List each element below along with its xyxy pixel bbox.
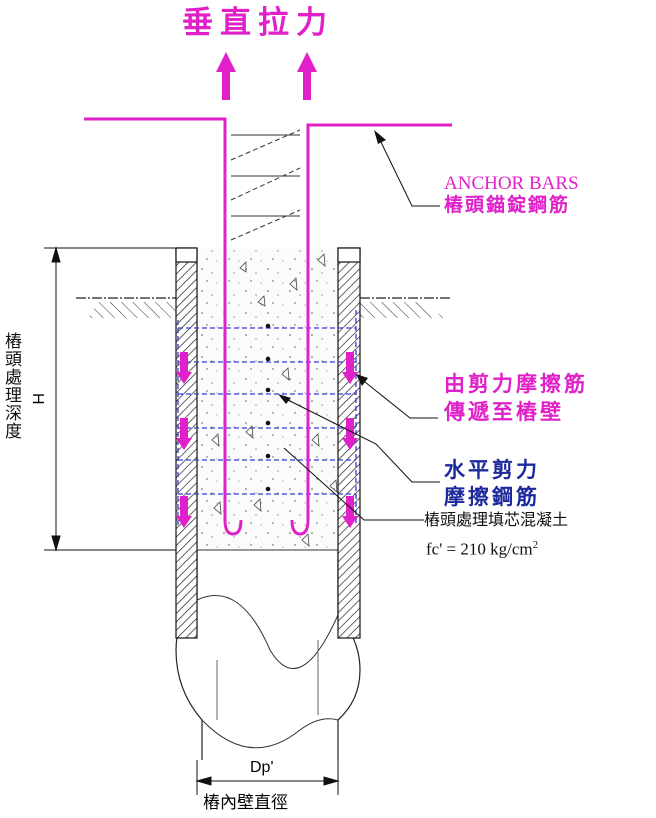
infill-concrete-zone	[197, 248, 338, 550]
ground	[76, 297, 452, 318]
aggregate-dots	[265, 323, 271, 492]
diameter-dimension	[195, 760, 340, 795]
inner-diameter-label: 樁內壁直徑	[203, 793, 288, 813]
leader-lines	[283, 135, 440, 521]
concrete-strength-label: fc' = 210 kg/cm2	[426, 539, 539, 559]
shear-friction-hoops	[177, 310, 357, 526]
depth-dimension	[44, 246, 176, 552]
leader-arrowheads	[278, 130, 386, 404]
wall-transfer-arrows	[176, 352, 358, 528]
shear-transfer-label-line1: 由剪力摩擦筋	[444, 372, 588, 396]
shear-transfer-label-line2: 傳遞至樁壁	[444, 400, 564, 424]
depth-symbol: H	[29, 393, 46, 405]
spiral-reinforcement	[230, 129, 301, 241]
infill-concrete-label: 樁頭處理填芯混凝土	[424, 510, 569, 529]
cap-line	[84, 117, 452, 132]
anchor-bars	[223, 132, 310, 536]
inner-diameter-symbol: Dp'	[250, 759, 274, 776]
aggregate-marks	[211, 253, 338, 547]
horizontal-shear-label-line2: 摩擦鋼筋	[444, 485, 540, 509]
horizontal-shear-label-line1: 水平剪力	[444, 458, 540, 482]
anchor-bars-label-en: ANCHOR BARS	[444, 173, 579, 194]
diagram-title: 垂直拉力	[182, 5, 334, 41]
pile-lower-body	[175, 550, 361, 760]
anchor-bars-label-zh: 樁頭錨錠鋼筋	[444, 194, 571, 216]
depth-label: 樁頭處理深度	[1, 332, 21, 440]
tension-arrows	[216, 52, 317, 100]
